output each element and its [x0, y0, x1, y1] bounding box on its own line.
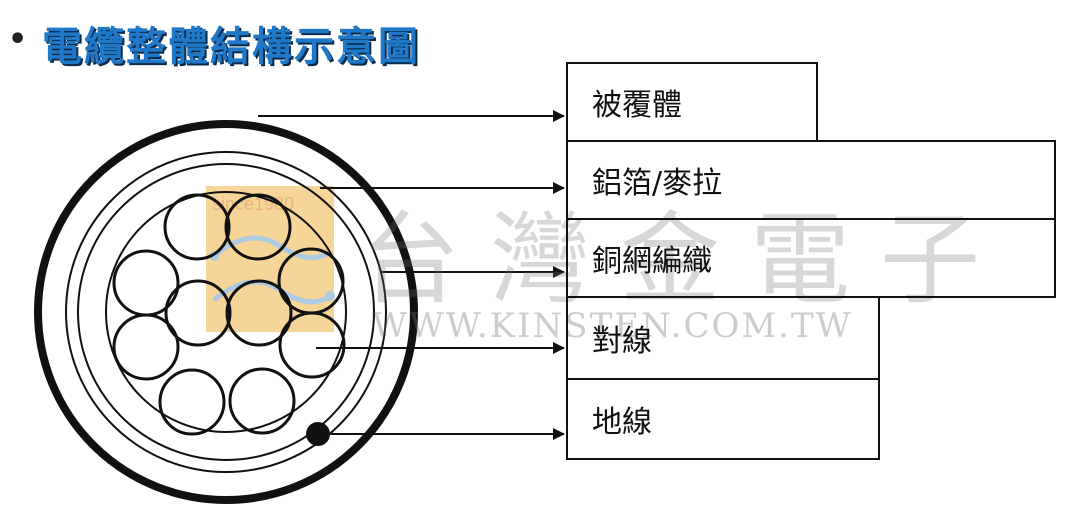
conductor — [278, 311, 346, 379]
page-title: 電纜整體結構示意圖 — [42, 24, 420, 70]
conductor — [228, 367, 296, 435]
conductor — [163, 193, 231, 261]
core-ring — [105, 191, 347, 433]
conductor — [224, 193, 292, 261]
leader-arrows — [258, 110, 565, 440]
watermark-logo: since1980 — [206, 186, 335, 332]
label-foil: 鋁箔/麥拉 — [566, 140, 1056, 220]
label-jacket-text: 被覆體 — [592, 88, 682, 123]
label-drain: 地線 — [566, 378, 880, 460]
braid-ring — [77, 163, 375, 461]
conductor — [158, 368, 226, 436]
label-drain-text: 地線 — [592, 405, 652, 440]
conductors — [112, 193, 346, 436]
label-braid: 銅網編織 — [566, 218, 1056, 298]
label-braid-text: 銅網編織 — [592, 244, 712, 279]
conductor — [164, 279, 232, 347]
jacket-ring — [34, 120, 418, 504]
conductor — [225, 279, 293, 347]
label-jacket: 被覆體 — [566, 62, 818, 142]
label-pairs: 對線 — [566, 296, 880, 380]
title-bullet: • — [8, 22, 28, 57]
foil-ring — [65, 151, 387, 473]
drain-wire — [306, 422, 330, 446]
label-pairs-text: 對線 — [592, 324, 652, 359]
conductor — [112, 313, 180, 381]
label-foil-text: 鋁箔/麥拉 — [592, 166, 723, 201]
